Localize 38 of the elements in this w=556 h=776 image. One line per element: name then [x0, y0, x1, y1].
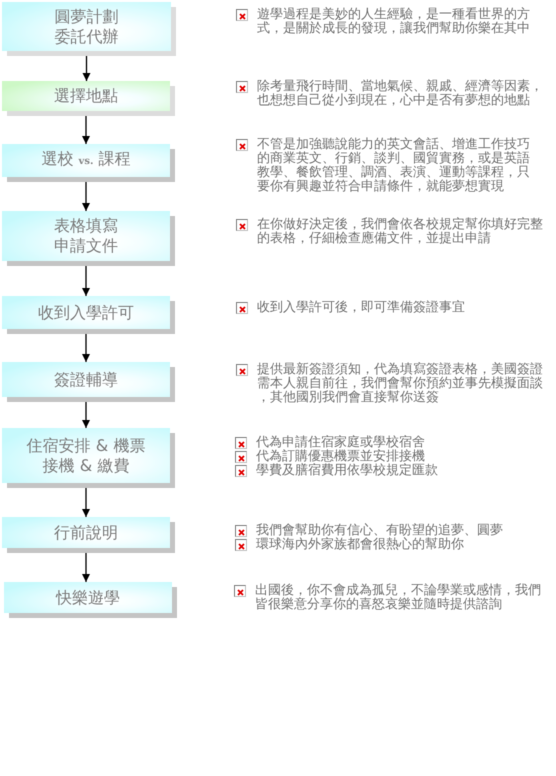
step-label: 表格填寫申請文件	[53, 216, 119, 256]
arrow	[82, 182, 90, 211]
process-box	[4, 582, 177, 618]
step-label: 收到入學許可	[38, 302, 134, 322]
description-text: 出國後，你不會成為孤兒，不論學業或感情，我們皆很樂意分享你的喜怒哀樂並隨時提供諮詢	[255, 584, 542, 612]
arrow	[82, 56, 90, 81]
step-label: 選擇地點	[54, 86, 118, 106]
description-text: 代為申請住宿家庭或學校宿舍	[256, 436, 426, 450]
arrow	[82, 116, 90, 144]
description-text: 環球海內外家族都會很熱心的幫助你	[256, 538, 465, 552]
description-text: 遊學過程是美妙的人生經驗，是一種看世界的方式，是關於成長的發現，讓我們幫助你樂在其中	[257, 8, 531, 36]
description-text: 在你做好決定後，我們會依各校規定幫你填好完整的表格，仔細檢查應備文件，並提出申請	[257, 218, 544, 246]
step-label: 快樂遊學	[56, 588, 120, 608]
description-text: 學費及膳宿費用依學校規定匯款	[256, 464, 439, 478]
process-box	[2, 81, 175, 116]
process-box	[2, 144, 175, 182]
arrow	[82, 553, 90, 582]
process-box	[2, 2, 176, 56]
arrow	[82, 402, 90, 428]
step-label: 圓夢計劃委託代辦	[54, 6, 120, 46]
process-box	[2, 362, 175, 402]
description-text: 提供最新簽證須知，代為填寫簽證表格，美國簽證需本人親自前往，我們會幫你預約並事先模擬面談，其他國別我們會直接幫你送簽	[257, 363, 544, 405]
description-text: 不管是加強聽說能力的英文會話、增進工作技巧的商業英文、行銷、談判、國貿實務，或是英語教學、餐飲管理、調酒、表演、運動等課程，只要你有興趣並符合申請條件，就能夢想實現	[257, 138, 531, 194]
description-text: 代為訂購優惠機票並安排接機	[256, 450, 425, 464]
process-box	[2, 296, 175, 334]
description-text: 收到入學許可後，即可準備簽證事宜	[257, 301, 466, 315]
arrow	[82, 334, 90, 362]
process-box	[2, 428, 175, 488]
description-text: 除考量飛行時間、當地氣候、親戚、經濟等因素，也想想自己從小到現在，心中是否有夢想的地點	[257, 80, 544, 108]
process-box	[2, 211, 175, 266]
step-label: 選校 vs. 課程	[41, 149, 131, 170]
description-text: 我們會幫助你有信心、有盼望的追夢、圓夢	[256, 524, 504, 538]
arrow	[82, 488, 90, 517]
step-label: 住宿安排 & 機票接機 & 繳費	[26, 436, 146, 476]
step-label: 簽證輔導	[54, 370, 118, 390]
process-box	[2, 517, 175, 553]
step-label: 行前說明	[54, 522, 118, 542]
arrow	[82, 266, 90, 296]
